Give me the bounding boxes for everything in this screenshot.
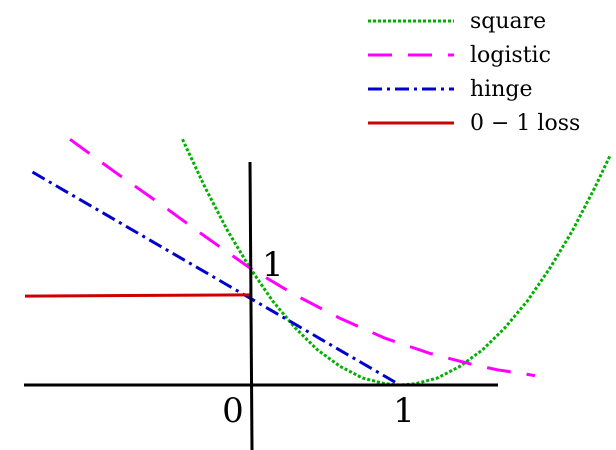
series-0-1-loss-line bbox=[24, 293, 251, 298]
series-layer bbox=[24, 138, 612, 387]
series-logistic-line bbox=[69, 138, 536, 378]
legend-label-square: square bbox=[470, 9, 546, 34]
series-hinge-line bbox=[31, 170, 401, 387]
x-tick-label-1: 1 bbox=[393, 391, 415, 431]
y-axis bbox=[248, 161, 254, 450]
series-square-line bbox=[181, 138, 612, 387]
tick-labels: 0 1 1 bbox=[222, 245, 415, 431]
legend-label-0-1-loss: 0 − 1 loss bbox=[470, 111, 580, 136]
legend-label-logistic: logistic bbox=[470, 43, 551, 68]
y-tick-label-1: 1 bbox=[262, 245, 284, 285]
x-tick-label-0: 0 bbox=[222, 391, 244, 431]
axes-layer bbox=[24, 161, 498, 450]
legend-label-hinge: hinge bbox=[470, 77, 532, 102]
legend: square logistic hinge 0 − 1 loss bbox=[368, 9, 580, 136]
